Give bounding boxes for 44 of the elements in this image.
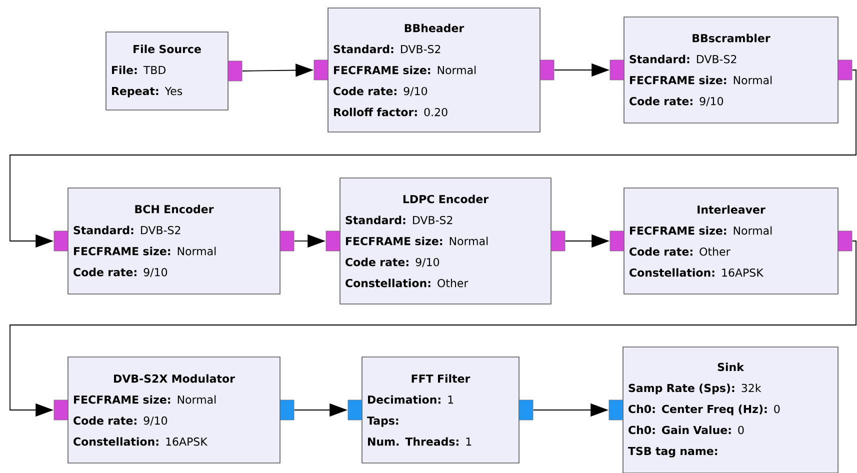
node-label: Ch0: Gain Value: 0	[628, 426, 744, 434]
node-label: Taps:	[367, 416, 398, 427]
node-label: Standard: DVB-S2	[334, 44, 440, 54]
block-box: DVB-S2X Modulator FECFRAME size: Normal Code rate: 9/10 Constellation: 16APSK	[68, 356, 280, 464]
node-label: LDPC Encoder	[403, 194, 489, 204]
node-label: Code rate: 9/10	[630, 96, 724, 106]
node-label: Code rate: 9/10	[74, 268, 168, 278]
node-label: BBheader	[404, 24, 464, 32]
node-label: Interleaver	[698, 205, 766, 214]
node-label: FECFRAME size: Normal	[74, 246, 216, 256]
node-label: Num. Threads: 1	[368, 437, 472, 446]
node-label: Constellation: 16APSK	[630, 268, 764, 277]
node-label: Ch0: Center Freq (Hz): 0	[628, 404, 780, 416]
node-label: TSB tag name:	[628, 446, 718, 458]
node-label: Constellation: Other	[346, 278, 468, 288]
block-box: FFT Filter Decimation: 1 Taps: Num. Threads: 1	[362, 356, 520, 464]
block-box: BBscrambler Standard: DVB-S2 FECFRAME size: Normal Code rate: 9/10	[624, 16, 838, 124]
block-box: BBheader Standard: DVB-S2 FECFRAME size: Normal Code rate: 9/10 Rolloff factor: 0.20	[328, 8, 540, 132]
block-box: LDPC Encoder Standard: DVB-S2 FECFRAME size: Normal Code rate: 9/10 Constellation: Other	[340, 178, 552, 304]
node-label: BCH Encoder	[135, 204, 214, 214]
node-label: BBscrambler	[692, 34, 770, 42]
node-label: Standard: DVB-S2	[74, 226, 180, 234]
node-label: Standard: DVB-S2	[630, 54, 736, 64]
node-label: FFT Filter	[412, 374, 470, 383]
node-label: Constellation: 16APSK	[74, 437, 208, 446]
node-label: Sink	[718, 362, 744, 372]
node-label: Standard: DVB-S2	[346, 216, 452, 224]
block-box: File Source File: TBD Repeat: Yes	[106, 32, 228, 110]
node-label: Code rate: Other	[630, 247, 730, 256]
node-label: Code rate: 9/10	[334, 86, 428, 96]
block-box: BCH Encoder Standard: DVB-S2 FECFRAME size: Normal Code rate: 9/10	[68, 188, 280, 294]
node-label: FECFRAME size: Normal	[346, 236, 488, 246]
block-box: Sink Samp Rate (Sps): 32k Ch0: Center Freq (Hz): 0 Ch0: Gain Value: 0 TSB tag name:	[622, 346, 838, 473]
node-label: FECFRAME size: Normal	[630, 76, 772, 84]
node-label: Code rate: 9/10	[74, 416, 168, 426]
node-label: Code rate: 9/10	[346, 258, 440, 268]
node-label: FECFRAME size: Normal	[630, 226, 772, 235]
node-label: Decimation: 1	[368, 395, 454, 404]
node-label: Samp Rate (Sps): 32k	[628, 384, 762, 394]
node-label: Rolloff factor: 0.20	[334, 108, 448, 116]
node-label: FECFRAME size: Normal	[74, 395, 216, 404]
node-label: DVB-S2X Modulator	[114, 374, 235, 383]
node-label: FECFRAME size: Normal	[334, 66, 476, 74]
block-box: Interleaver FECFRAME size: Normal Code rate: Other Constellation: 16APSK	[624, 188, 838, 294]
